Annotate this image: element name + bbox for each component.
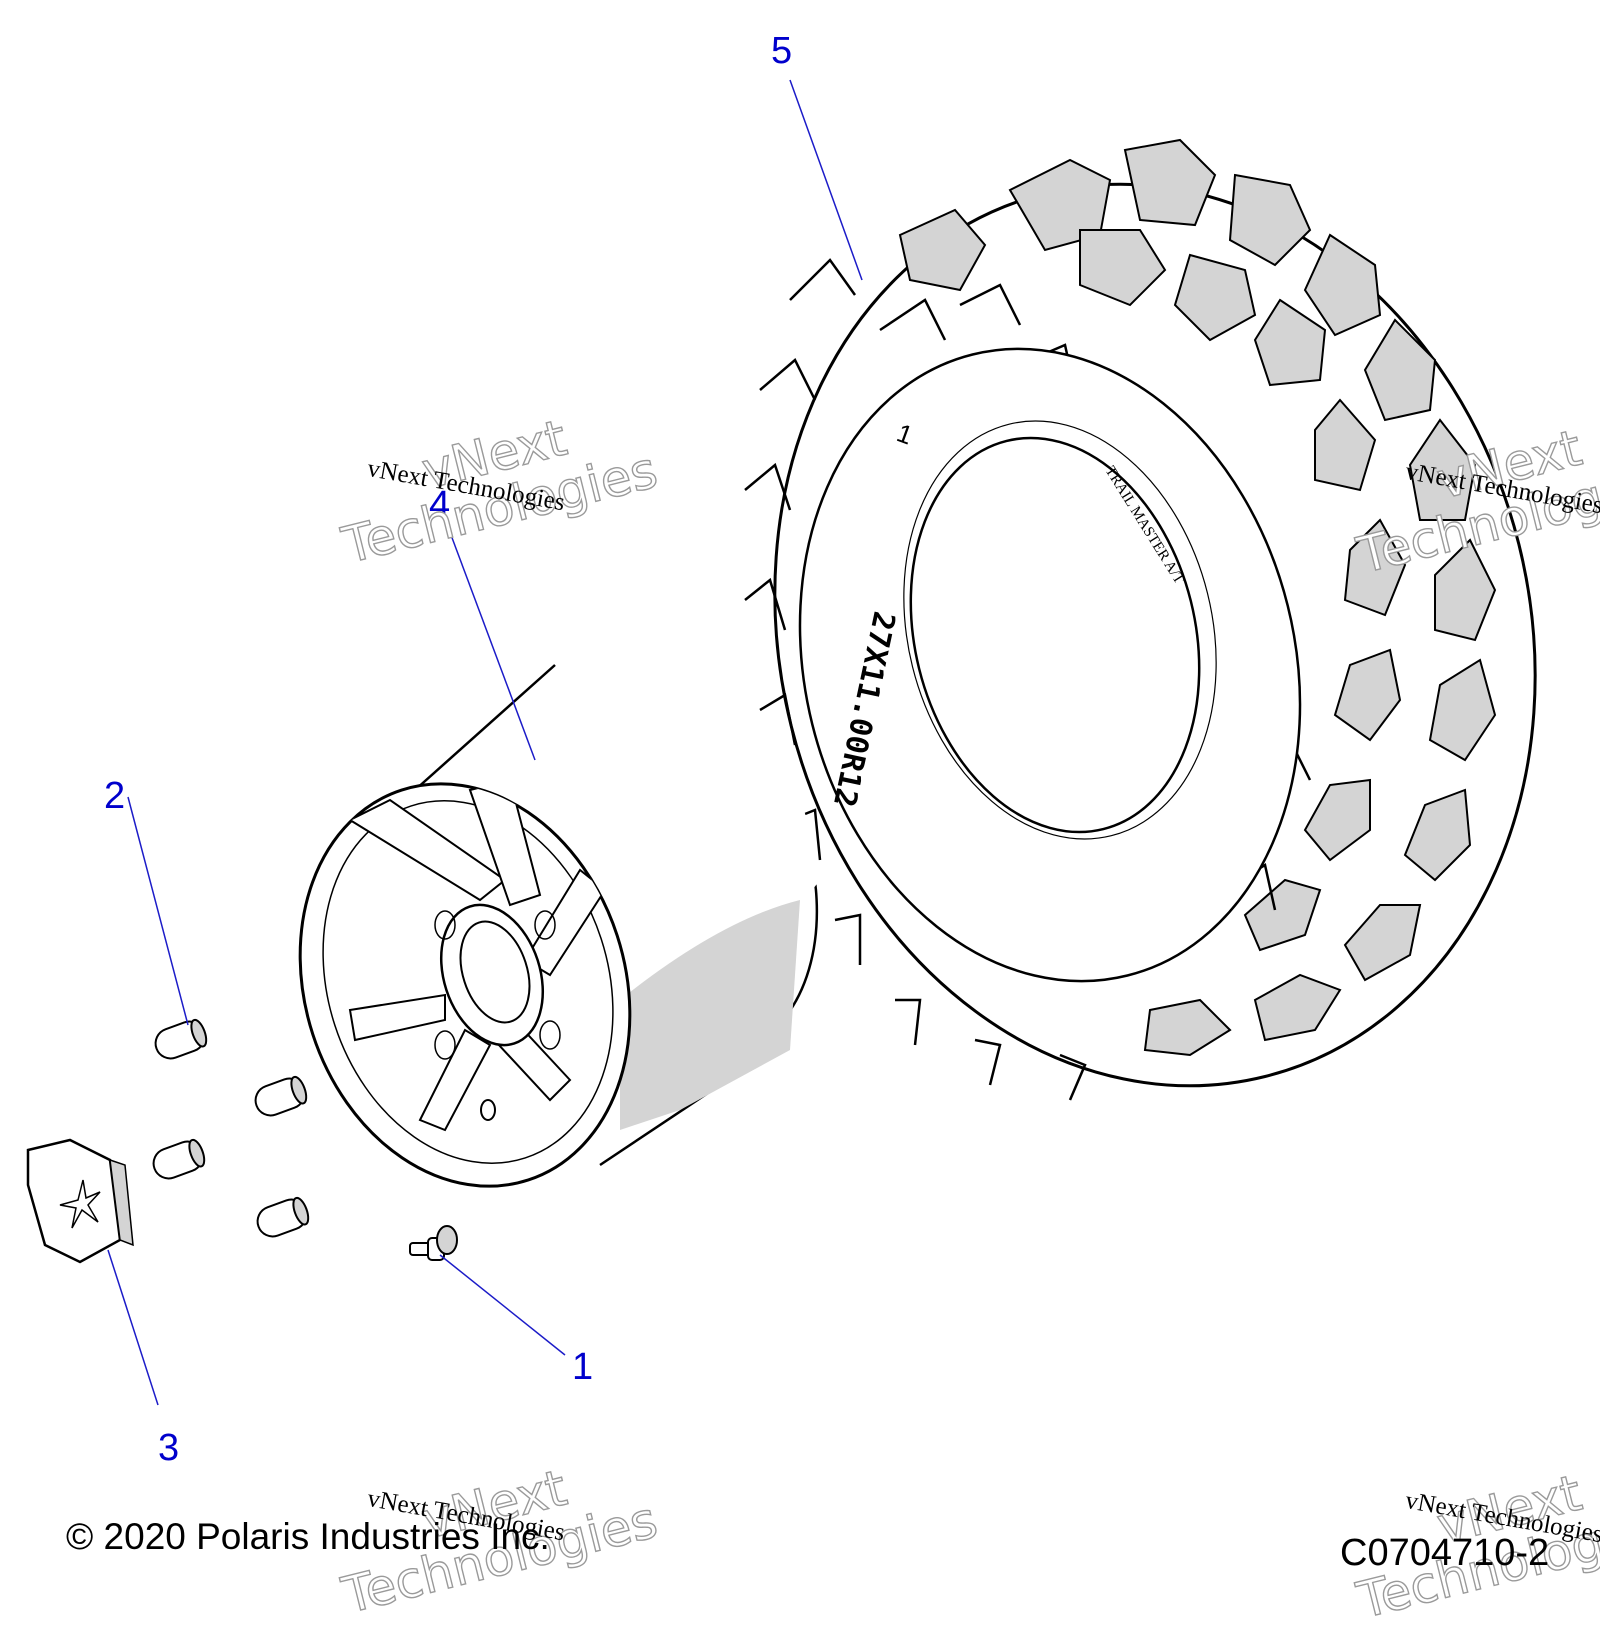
callout-1: 1 (572, 1346, 594, 1388)
valve-stem (409, 1225, 458, 1261)
leader-lines (107, 79, 863, 1406)
callout-5: 5 (771, 30, 793, 72)
callout-3: 3 (158, 1427, 180, 1469)
wheel-rim (298, 661, 820, 1188)
tire-tread-blocks (898, 138, 1497, 1057)
figure-id: C0704710-2 (1340, 1532, 1550, 1574)
callout-2: 2 (104, 775, 126, 817)
lug-nuts (152, 1018, 310, 1238)
tire: 27X11.00R12 TRAIL MASTER A/T 1 (744, 138, 1537, 1101)
copyright-notice: © 2020 Polaris Industries Inc. (66, 1516, 550, 1557)
callout-4: 4 (429, 484, 451, 526)
star-logo-icon (59, 1179, 101, 1229)
center-cap (26, 1138, 134, 1264)
